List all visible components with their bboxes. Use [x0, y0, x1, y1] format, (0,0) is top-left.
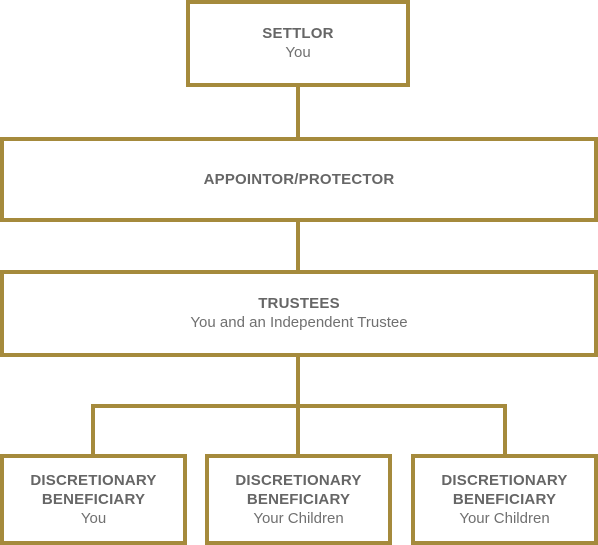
settlor-title: SETTLOR	[262, 25, 334, 42]
connector-branch-right	[503, 404, 507, 456]
beneficiary-subtitle: Your Children	[459, 509, 550, 527]
beneficiary-title-line2: BENEFICIARY	[246, 490, 351, 508]
beneficiary-title-line1: DISCRETIONARY	[30, 471, 157, 489]
appointor-box: APPOINTOR/PROTECTOR	[0, 137, 598, 222]
settlor-box: SETTLOR You	[186, 0, 410, 87]
connector-appointor-trustees	[296, 220, 300, 272]
beneficiary-title-line1: DISCRETIONARY	[235, 471, 362, 489]
trustees-title: TRUSTEES	[258, 295, 340, 312]
beneficiary-box-children-1: DISCRETIONARY BENEFICIARY Your Children	[205, 454, 392, 545]
beneficiary-title-line2: BENEFICIARY	[452, 490, 557, 508]
appointor-title: APPOINTOR/PROTECTOR	[203, 171, 395, 188]
trustees-box: TRUSTEES You and an Independent Trustee	[0, 270, 598, 357]
trustees-subtitle: You and an Independent Trustee	[190, 314, 408, 331]
beneficiary-box-children-2: DISCRETIONARY BENEFICIARY Your Children	[411, 454, 598, 545]
settlor-subtitle: You	[285, 44, 311, 61]
beneficiary-subtitle: Your Children	[253, 509, 344, 527]
connector-settlor-appointor	[296, 84, 300, 138]
connector-branch-center	[296, 404, 300, 456]
beneficiary-title-line2: BENEFICIARY	[41, 490, 146, 508]
beneficiary-title-line1: DISCRETIONARY	[441, 471, 568, 489]
beneficiary-subtitle: You	[80, 509, 107, 527]
connector-trustees-branch	[296, 354, 300, 407]
connector-branch-left	[91, 404, 95, 456]
beneficiary-box-you: DISCRETIONARY BENEFICIARY You	[0, 454, 187, 545]
